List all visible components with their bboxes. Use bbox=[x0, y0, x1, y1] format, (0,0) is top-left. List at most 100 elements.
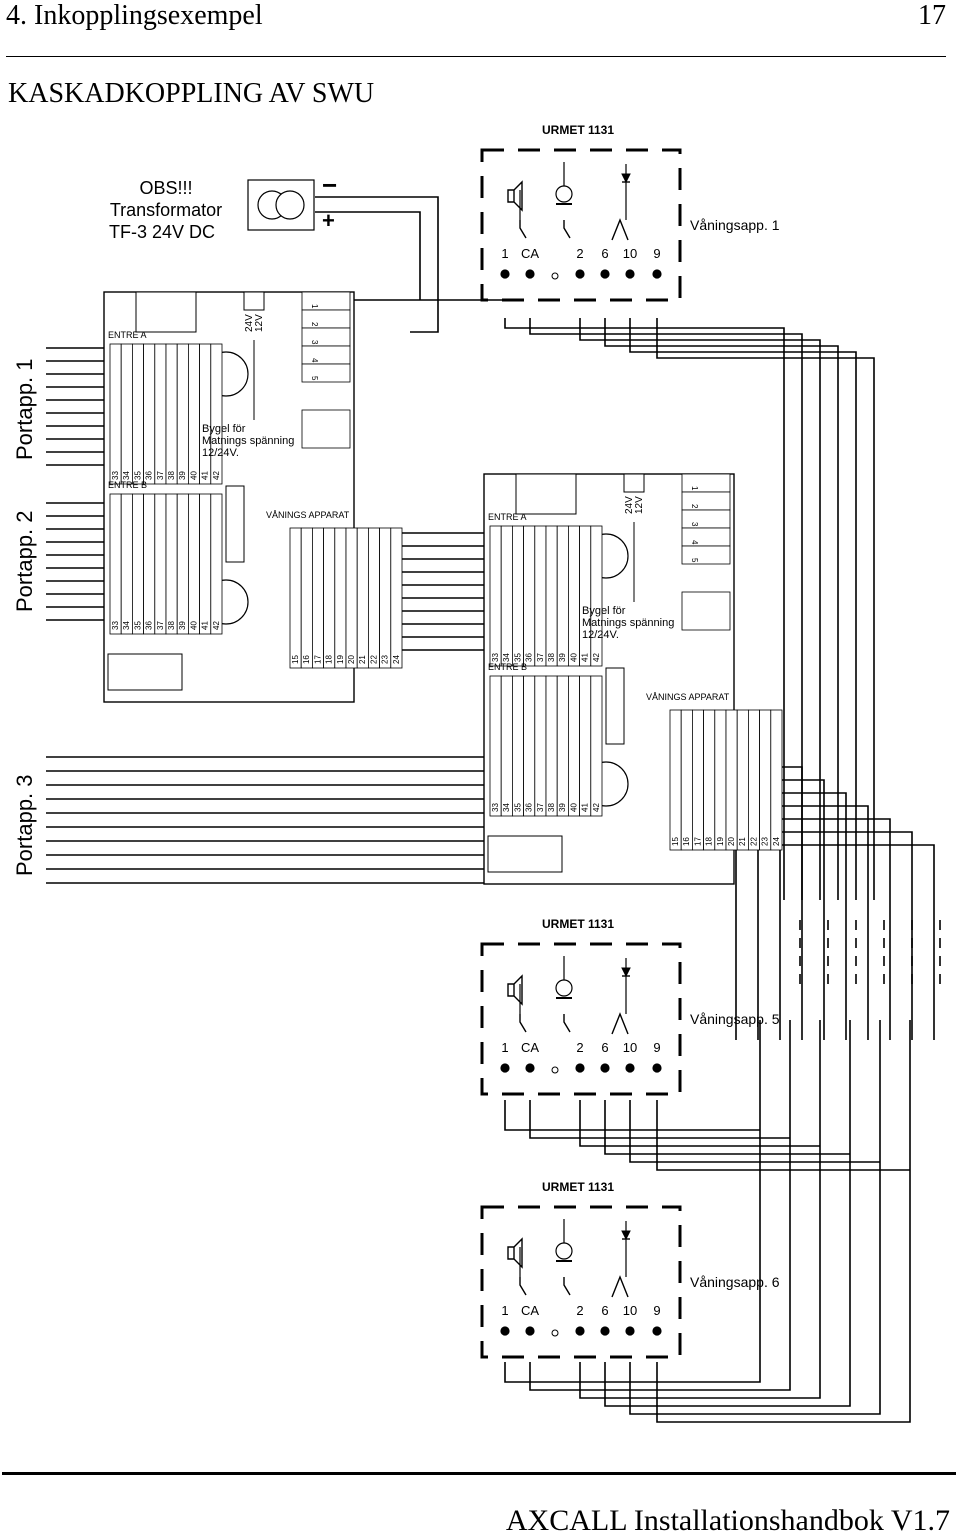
terminal-label: 2 bbox=[576, 246, 583, 261]
terminal-cell bbox=[770, 709, 783, 851]
unit5-feed-wire bbox=[579, 1100, 820, 1147]
terminal-cell bbox=[568, 525, 581, 667]
terminal-number: 16 bbox=[302, 655, 311, 664]
terminal-number: 20 bbox=[727, 837, 736, 846]
terminal-number: 42 bbox=[212, 621, 221, 630]
terminal-number: 35 bbox=[133, 621, 142, 630]
microphone-icon bbox=[555, 1242, 573, 1260]
terminal-number: 34 bbox=[502, 803, 511, 812]
terminal-number: 37 bbox=[156, 621, 165, 630]
bygel-label: Bygel för bbox=[202, 423, 246, 435]
terminal-label: 6 bbox=[601, 246, 608, 261]
jumper-voltage-24: 24V bbox=[244, 314, 255, 332]
unit5-feed-wire bbox=[656, 1100, 910, 1171]
terminal-cell bbox=[759, 709, 772, 851]
terminal-label: 9 bbox=[653, 246, 660, 261]
unit6-feed-wire bbox=[504, 1020, 761, 1383]
floor-label: Våningsapp. 5 bbox=[690, 1011, 780, 1027]
vanings2-riser-wire bbox=[724, 844, 935, 1040]
terminal-number: 15 bbox=[671, 837, 680, 846]
terminal-cell bbox=[323, 527, 336, 669]
control-board bbox=[483, 473, 783, 885]
config-number: 1 bbox=[310, 304, 319, 309]
config-cell bbox=[301, 327, 351, 347]
terminal-cell bbox=[176, 493, 189, 635]
config-cell bbox=[681, 527, 731, 547]
footer-text: AXCALL Installationshandbok V1.7 bbox=[505, 1504, 950, 1537]
terminal-dot bbox=[600, 1326, 610, 1336]
wiring bbox=[46, 196, 941, 1423]
jumper-voltage-12: 12V bbox=[254, 314, 265, 332]
terminal-cell bbox=[199, 493, 212, 635]
config-cell bbox=[681, 473, 731, 493]
config-terminals bbox=[301, 291, 351, 383]
config-cell bbox=[681, 545, 731, 565]
terminal-open-dot bbox=[551, 272, 559, 280]
switch-icon bbox=[519, 220, 527, 239]
diode-icon bbox=[621, 967, 631, 978]
unit1-riser-wire bbox=[629, 318, 857, 900]
terminal-cell bbox=[289, 527, 302, 669]
terminal-number: 41 bbox=[201, 471, 210, 480]
transformer-plus-wire bbox=[315, 211, 421, 300]
terminal-number: 24 bbox=[392, 655, 401, 664]
config-switch bbox=[681, 591, 731, 631]
terminal-cell bbox=[500, 525, 513, 667]
unit1-riser-wire bbox=[529, 318, 803, 900]
terminal-open-dot bbox=[551, 1066, 559, 1074]
portapp-label: Portapp. 3 bbox=[12, 774, 37, 876]
terminal-strip bbox=[109, 493, 223, 635]
terminal-number: 41 bbox=[581, 803, 590, 812]
terminal-number: 19 bbox=[336, 655, 345, 664]
bottom-box bbox=[487, 835, 563, 873]
speaker-icon bbox=[507, 974, 523, 1006]
terminal-strip bbox=[669, 709, 783, 851]
switch-icon bbox=[611, 1012, 629, 1035]
unit5-feed-wire bbox=[629, 1100, 880, 1163]
vanings2-riser-wire bbox=[724, 831, 913, 1040]
unit1-riser-wire bbox=[579, 318, 821, 900]
terminal-strip bbox=[489, 675, 603, 817]
terminal-dot bbox=[625, 1326, 635, 1336]
unit-model-label: URMET 1131 bbox=[542, 1180, 614, 1194]
terminal-number: 40 bbox=[569, 803, 578, 812]
terminal-dot bbox=[575, 1326, 585, 1336]
terminal-number: 40 bbox=[189, 621, 198, 630]
terminal-cell bbox=[311, 527, 324, 669]
config-number: 3 bbox=[690, 522, 699, 527]
terminal-cell bbox=[703, 709, 716, 851]
terminal-cell bbox=[680, 709, 693, 851]
config-number: 5 bbox=[310, 376, 319, 381]
components bbox=[103, 148, 783, 1359]
jumper-block bbox=[243, 291, 265, 311]
microphone-icon bbox=[555, 979, 573, 997]
entre-b-label: ENTRE B bbox=[488, 662, 527, 672]
terminal-number: 36 bbox=[525, 803, 534, 812]
config-number: 1 bbox=[690, 486, 699, 491]
terminal-cell bbox=[154, 493, 167, 635]
terminal-number: 35 bbox=[513, 803, 522, 812]
terminal-cell bbox=[187, 343, 200, 485]
terminal-dot bbox=[575, 1063, 585, 1073]
unit6-feed-wire bbox=[579, 1020, 821, 1399]
unit1-riser-wire bbox=[656, 318, 875, 900]
terminal-number: 40 bbox=[189, 471, 198, 480]
terminal-label: 6 bbox=[601, 1303, 608, 1318]
terminal-number: 17 bbox=[313, 655, 322, 664]
portapp-label: Portapp. 2 bbox=[12, 510, 37, 612]
chapter-heading: 4. Inkopplingsexempel bbox=[6, 0, 263, 31]
header-rule bbox=[6, 56, 946, 57]
terminal-cell bbox=[523, 525, 536, 667]
transformer-note-line: TF-3 24V DC bbox=[109, 222, 215, 242]
diode-icon bbox=[621, 1230, 631, 1241]
floor-label: Våningsapp. 1 bbox=[690, 217, 780, 233]
terminal-cell bbox=[165, 343, 178, 485]
terminal-cell bbox=[210, 343, 223, 485]
terminal-dot bbox=[500, 269, 510, 279]
terminal-cell bbox=[556, 675, 569, 817]
terminal-number: 40 bbox=[569, 653, 578, 662]
terminal-number: 22 bbox=[749, 837, 758, 846]
connector-block bbox=[515, 473, 577, 515]
config-cell bbox=[301, 309, 351, 329]
terminal-number: 36 bbox=[525, 653, 534, 662]
